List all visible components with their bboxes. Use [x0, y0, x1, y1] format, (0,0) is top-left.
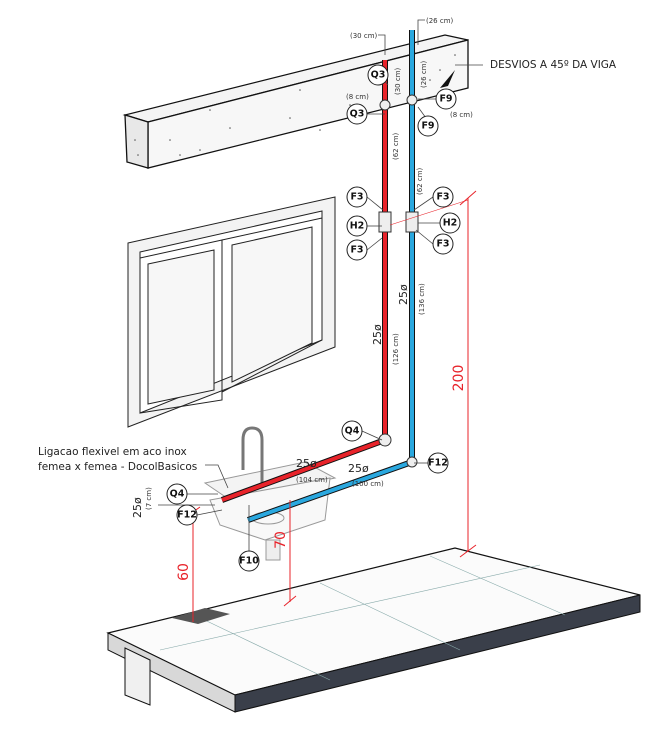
cold-upper-length: (62 cm)	[416, 167, 424, 195]
cold-horizontal-diameter: 25ø	[348, 462, 369, 475]
callout-h2-cold: H2	[443, 218, 458, 229]
callout-f9-upper: F9	[439, 94, 452, 105]
callout-f3-hot-lower: F3	[350, 245, 363, 256]
flex-note-line1: Ligacao flexivel em aco inox	[38, 446, 187, 458]
window	[127, 196, 336, 428]
callout-f9-lower: F9	[421, 121, 434, 132]
hot-offset: (8 cm)	[346, 93, 369, 101]
countertop	[106, 547, 641, 713]
dimension-60: 60	[176, 563, 192, 581]
cold-offset: (8 cm)	[450, 111, 473, 119]
callouts: Q3 Q3 F9 F9 F3 H2 F3 F3 H2 F3 Q4 F12 Q4 …	[166, 64, 461, 572]
callout-f10: F10	[239, 556, 259, 567]
sink-branch-length: (7 cm)	[145, 487, 153, 510]
sink-branch-diameter: 25ø	[131, 497, 144, 518]
callout-q4-lower: Q4	[170, 489, 185, 500]
hot-upper-length: (62 cm)	[392, 132, 400, 160]
dimension-200: 200	[451, 365, 467, 392]
dimension-70: 70	[273, 531, 289, 549]
flex-note-line2: femea x femea - DocolBasicos	[38, 461, 197, 473]
cold-top-length: (26 cm)	[426, 17, 454, 25]
callout-f3-hot-upper: F3	[350, 192, 363, 203]
callout-f3-cold-upper: F3	[436, 192, 449, 203]
callout-q3-upper: Q3	[371, 70, 386, 81]
callout-f12-left: F12	[177, 510, 197, 521]
beam-note: DESVIOS A 45º DA VIGA	[490, 59, 617, 71]
callout-f12-right: F12	[428, 458, 448, 469]
callout-f3-cold-lower: F3	[436, 239, 449, 250]
hot-top-length: (30 cm)	[350, 32, 378, 40]
callout-q3-lower: Q3	[350, 109, 365, 120]
cold-horizontal-length: (100 cm)	[352, 480, 384, 488]
hot-riser-diameter: 25ø	[371, 324, 384, 345]
callout-q4-upper: Q4	[345, 426, 360, 437]
hot-horizontal-length: (104 cm)	[296, 476, 328, 484]
hot-vertical-length: (30 cm)	[394, 67, 402, 95]
cold-riser-diameter: 25ø	[397, 284, 410, 305]
dimension-lines	[185, 190, 477, 622]
cold-riser-length: (136 cm)	[418, 283, 426, 315]
hot-riser-length: (126 cm)	[392, 333, 400, 365]
cold-vertical-length: (26 cm)	[420, 60, 428, 88]
hot-horizontal-diameter: 25ø	[296, 457, 317, 470]
callout-h2-hot: H2	[350, 221, 365, 232]
